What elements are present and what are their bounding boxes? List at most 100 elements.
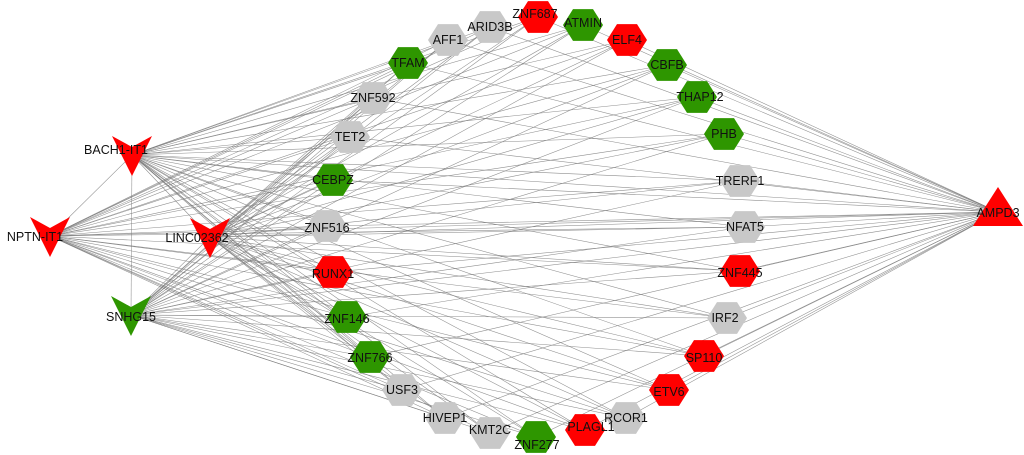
tf-node-znf687[interactable] <box>518 1 558 33</box>
edge-bach1-it1-arid3b <box>131 26 491 156</box>
node-label-znf445: ZNF445 <box>717 266 762 280</box>
edge-bach1-it1-kmt2c <box>131 154 491 434</box>
edge-nptn-it1-znf445 <box>49 235 741 272</box>
edge-snhg15-irf2 <box>130 314 728 319</box>
tf-node-znf146[interactable] <box>327 301 367 333</box>
edge-bach1-it1-znf516 <box>131 154 328 227</box>
tf-node-kmt2c[interactable] <box>470 417 510 449</box>
node-label-bach1-it1: BACH1-IT1 <box>84 143 148 157</box>
edge-nptn-it1-trerf1 <box>49 180 741 237</box>
node-label-nfat5: NFAT5 <box>726 220 764 234</box>
edge-snhg15-aff1 <box>130 39 449 316</box>
tf-node-nfat5[interactable] <box>725 211 765 243</box>
node-label-znf516: ZNF516 <box>304 221 349 235</box>
edge-bach1-it1-thap12 <box>131 96 698 156</box>
edge-snhg15-thap12 <box>130 96 698 316</box>
edge-linc02362-runx1 <box>209 236 334 273</box>
tf-node-rcor1[interactable] <box>606 402 646 434</box>
edge-nptn-it1-tfam <box>49 62 409 237</box>
edge-linc02362-znf766 <box>209 236 371 358</box>
tf-node-etv6[interactable] <box>649 374 689 406</box>
tf-node-znf445[interactable] <box>720 255 760 287</box>
edge-znf687-ampd3 <box>537 16 999 213</box>
node-label-znf592: ZNF592 <box>350 91 395 105</box>
edge-snhg15-cbfb <box>130 64 668 316</box>
node-label-usf3: USF3 <box>386 383 418 397</box>
edge-znf592-ampd3 <box>372 97 999 213</box>
tf-node-usf3[interactable] <box>382 374 422 406</box>
edge-snhg15-sp110 <box>130 314 705 357</box>
edge-nptn-it1-aff1 <box>49 39 449 237</box>
node-label-ampd3: AMPD3 <box>976 206 1019 220</box>
edge-nptn-it1-plagl1 <box>49 235 586 431</box>
edge-snhg15-bach1-it1 <box>130 154 133 316</box>
lncrna-node-linc02362[interactable] <box>190 218 230 258</box>
tf-node-znf277[interactable] <box>516 421 556 453</box>
edge-linc02362-thap12 <box>209 96 698 238</box>
tf-node-cebpz[interactable] <box>313 164 353 196</box>
tf-node-sp110[interactable] <box>684 340 724 372</box>
lncrna-node-nptn-it1[interactable] <box>30 217 70 257</box>
node-label-kmt2c: KMT2C <box>469 423 511 437</box>
edge-bach1-it1-tfam <box>131 62 409 156</box>
edge-nptn-it1-cebpz <box>49 179 334 237</box>
node-label-cbfb: CBFB <box>650 58 683 72</box>
edge-atmin-ampd3 <box>582 24 999 213</box>
edge-usf3-ampd3 <box>401 211 999 391</box>
node-label-hivep1: HIVEP1 <box>423 411 468 425</box>
edge-linc02362-znf146 <box>209 236 348 318</box>
edge-nptn-it1-sp110 <box>49 235 705 357</box>
lncrna-node-snhg15[interactable] <box>111 296 151 336</box>
edge-linc02362-tet2 <box>209 136 351 238</box>
tf-node-znf516[interactable] <box>307 210 347 242</box>
lncrna-node-bach1-it1[interactable] <box>112 136 152 176</box>
edge-rcor1-ampd3 <box>625 211 999 419</box>
edge-nptn-it1-nfat5 <box>49 226 746 237</box>
edge-irf2-ampd3 <box>726 211 999 319</box>
edge-arid3b-ampd3 <box>489 26 999 213</box>
tf-node-plagl1[interactable] <box>565 414 605 446</box>
tf-node-cbfb[interactable] <box>647 49 687 81</box>
edge-snhg15-ampd3 <box>130 211 999 316</box>
tf-node-znf592[interactable] <box>353 82 393 114</box>
tf-node-phb[interactable] <box>704 118 744 150</box>
tf-node-atmin[interactable] <box>563 9 603 41</box>
node-label-tet2: TET2 <box>335 130 366 144</box>
edge-snhg15-znf766 <box>130 314 371 358</box>
tf-node-znf766[interactable] <box>350 341 390 373</box>
node-label-runx1: RUNX1 <box>312 267 354 281</box>
edge-nptn-it1-atmin <box>49 24 584 237</box>
edge-nptn-it1-thap12 <box>49 96 698 237</box>
tf-node-thap12[interactable] <box>677 81 717 113</box>
tf-node-tfam[interactable] <box>388 47 428 79</box>
tf-node-aff1[interactable] <box>428 24 468 56</box>
edge-bach1-it1-etv6 <box>131 154 670 391</box>
edge-linc02362-cbfb <box>209 64 668 238</box>
tf-node-hivep1[interactable] <box>425 402 465 434</box>
edge-bach1-it1-rcor1 <box>131 154 627 419</box>
edge-bach1-it1-znf687 <box>131 16 539 156</box>
edge-snhg15-etv6 <box>130 314 670 391</box>
tf-node-elf4[interactable] <box>607 24 647 56</box>
edge-nptn-it1-znf146 <box>49 235 348 318</box>
target-node-ampd3[interactable] <box>973 187 1023 226</box>
edge-snhg15-usf3 <box>130 314 403 391</box>
edge-snhg15-arid3b <box>130 26 491 316</box>
edge-snhg15-runx1 <box>130 271 334 316</box>
tf-node-tet2[interactable] <box>330 121 370 153</box>
tf-node-arid3b[interactable] <box>470 11 510 43</box>
edge-snhg15-cebpz <box>130 179 334 316</box>
edge-nptn-it1-znf592 <box>49 97 374 237</box>
node-label-aff1: AFF1 <box>433 33 464 47</box>
edge-linc02362-znf687 <box>209 16 539 238</box>
tf-node-trerf1[interactable] <box>720 165 760 197</box>
node-label-rcor1: RCOR1 <box>604 411 648 425</box>
edge-nptn-it1-irf2 <box>49 235 728 319</box>
tf-node-irf2[interactable] <box>707 302 747 334</box>
edge-plagl1-ampd3 <box>584 211 999 431</box>
tf-node-runx1[interactable] <box>313 256 353 288</box>
edge-cbfb-ampd3 <box>666 64 999 213</box>
edge-snhg15-trerf1 <box>130 180 741 316</box>
edge-bach1-it1-znf277 <box>131 154 537 438</box>
